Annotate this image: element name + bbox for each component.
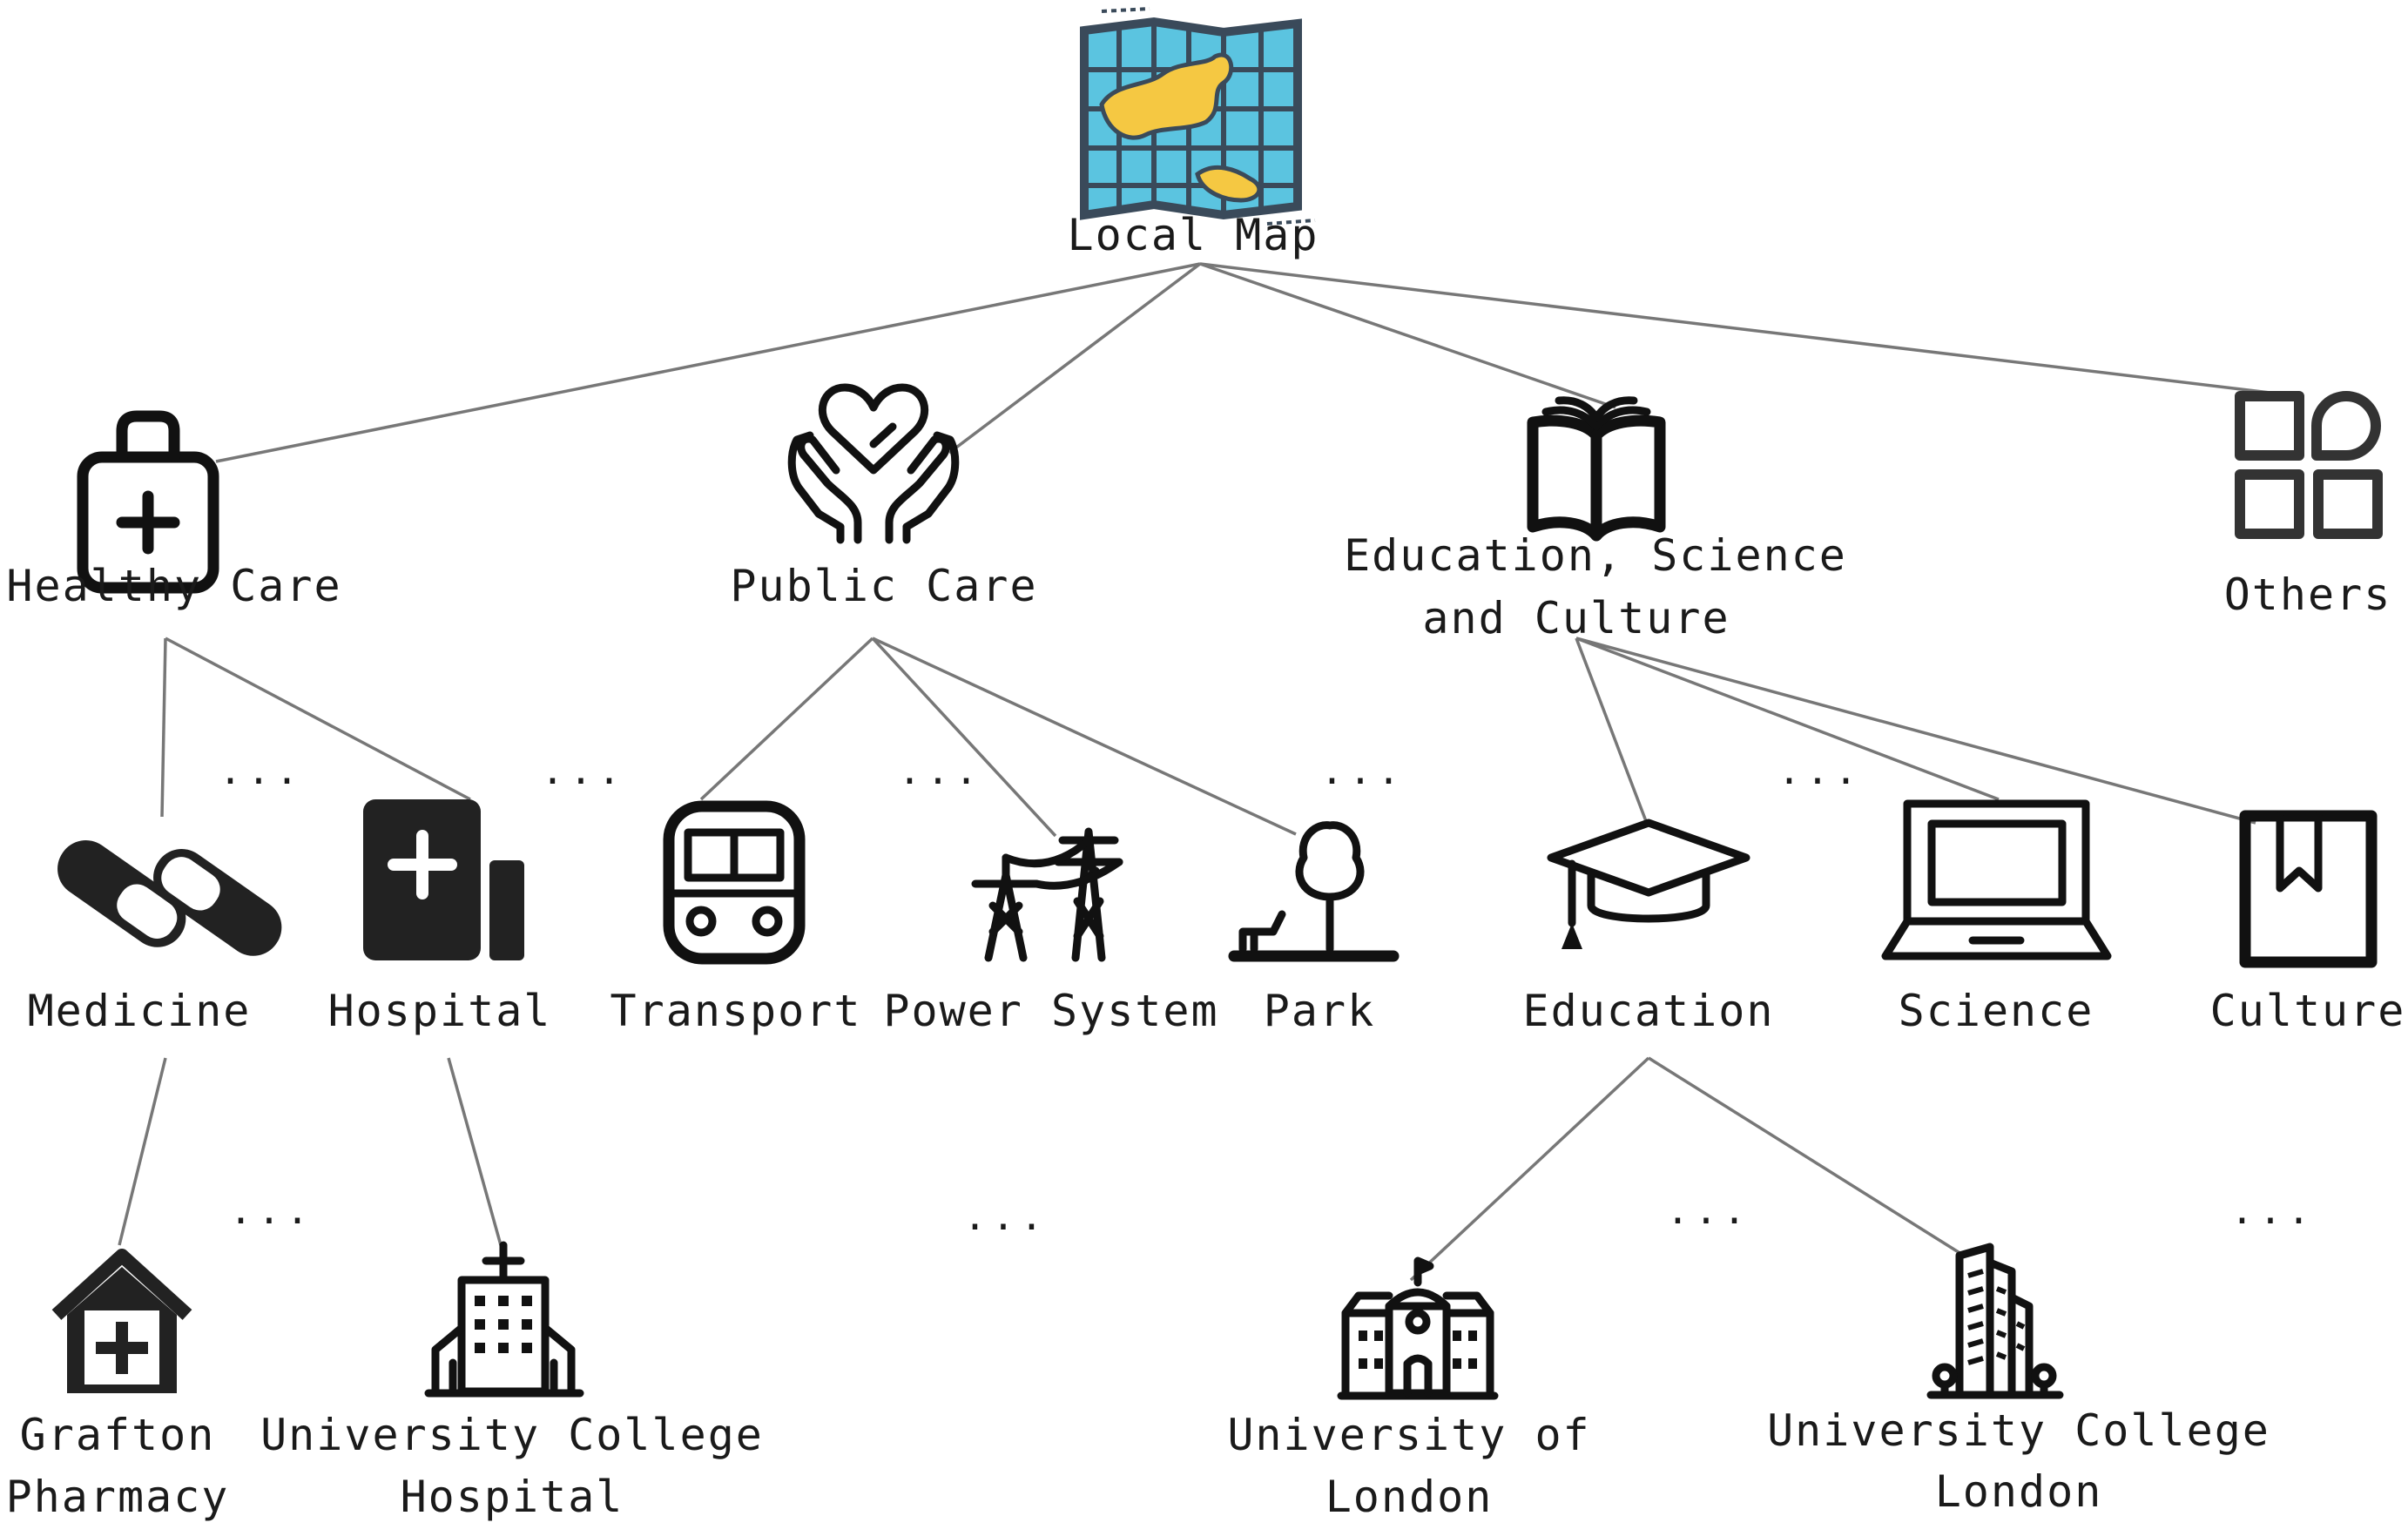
edge-edu-education: [1575, 637, 1648, 822]
edge-healthy-hospital: [165, 637, 471, 801]
edges: [118, 262, 2300, 1282]
grafton-pharmacy-label-line2: Pharmacy: [6, 1472, 230, 1522]
laptop-icon: [1881, 799, 2112, 960]
edge-edu-science: [1575, 637, 2000, 801]
ellipsis: ...: [963, 1195, 1048, 1239]
ellipsis: ...: [219, 749, 303, 793]
edge-public-power: [871, 637, 1057, 838]
univ-of-london-label-line1: University of: [1227, 1410, 1590, 1460]
ellipsis: ...: [898, 749, 982, 793]
science-label: Science: [1899, 986, 2094, 1036]
uc-hospital-label-line1: University College: [260, 1410, 764, 1460]
transport-label: Transport: [610, 986, 862, 1036]
medical-kit-icon: [77, 410, 219, 594]
hospital-icon: [424, 1241, 584, 1398]
education-label: Education: [1523, 986, 1775, 1036]
edge-education-uol: [1409, 1056, 1650, 1282]
uc-london-label-line1: University College: [1767, 1405, 2270, 1456]
folded-map-icon: [1080, 7, 1316, 226]
edge-education-ucl: [1648, 1056, 1962, 1256]
medicine-label: Medicine: [28, 986, 252, 1036]
ellipsis: ...: [2230, 1189, 2315, 1233]
edge-medicine-grafton: [118, 1057, 167, 1246]
others-label: Others: [2224, 569, 2392, 620]
hospital-building-icon: [363, 799, 524, 960]
healthy-care-label: Healthy Care: [6, 561, 341, 611]
power-system-label: Power System: [883, 986, 1218, 1036]
edge-public-park: [872, 637, 1297, 836]
pharmacy-house-icon: [51, 1249, 192, 1393]
park-label: Park: [1264, 986, 1375, 1036]
culture-label: Culture: [2210, 986, 2406, 1036]
root-label: Local Map: [1068, 210, 1319, 260]
ellipsis: ...: [1666, 1189, 1750, 1233]
ellipsis: ...: [541, 749, 625, 793]
edge-root-public-care: [948, 262, 1202, 455]
train-icon: [663, 800, 806, 965]
public-care-label: Public Care: [730, 561, 1037, 611]
ellipsis: ...: [1777, 749, 1862, 793]
open-book-icon: [1527, 396, 1666, 542]
bookmark-book-icon: [2239, 810, 2378, 968]
univ-of-london-label-line2: London: [1325, 1472, 1494, 1522]
education-science-culture-label-line1: Education, Science: [1344, 530, 1847, 581]
grafton-pharmacy-label-line1: Grafton: [20, 1410, 216, 1460]
edge-root-others: [1199, 262, 2300, 398]
uc-hospital-label-line2: Hospital: [401, 1472, 624, 1522]
edge-public-transport: [699, 637, 874, 801]
edge-root-healthy-care: [215, 262, 1201, 463]
grid-shapes-icon: [2235, 391, 2383, 539]
park-tree-icon: [1228, 821, 1400, 962]
edge-healthy-medicine: [160, 637, 167, 818]
education-science-culture-label-line2: and Culture: [1422, 593, 1730, 643]
skyscraper-icon: [1926, 1243, 2064, 1399]
hands-heart-icon: [787, 383, 960, 544]
edge-root-education: [1199, 262, 1616, 409]
ellipsis: ...: [229, 1189, 314, 1233]
university-building-icon: [1337, 1256, 1499, 1400]
edge-edu-culture: [1575, 637, 2256, 825]
pills-icon: [57, 839, 282, 956]
graduation-cap-icon: [1547, 819, 1750, 949]
edge-hospital-uch: [447, 1057, 503, 1246]
power-tower-icon: [971, 827, 1123, 962]
hospital-label: Hospital: [328, 986, 552, 1036]
uc-london-label-line2: London: [1935, 1466, 2103, 1517]
ellipsis: ...: [1320, 749, 1405, 793]
